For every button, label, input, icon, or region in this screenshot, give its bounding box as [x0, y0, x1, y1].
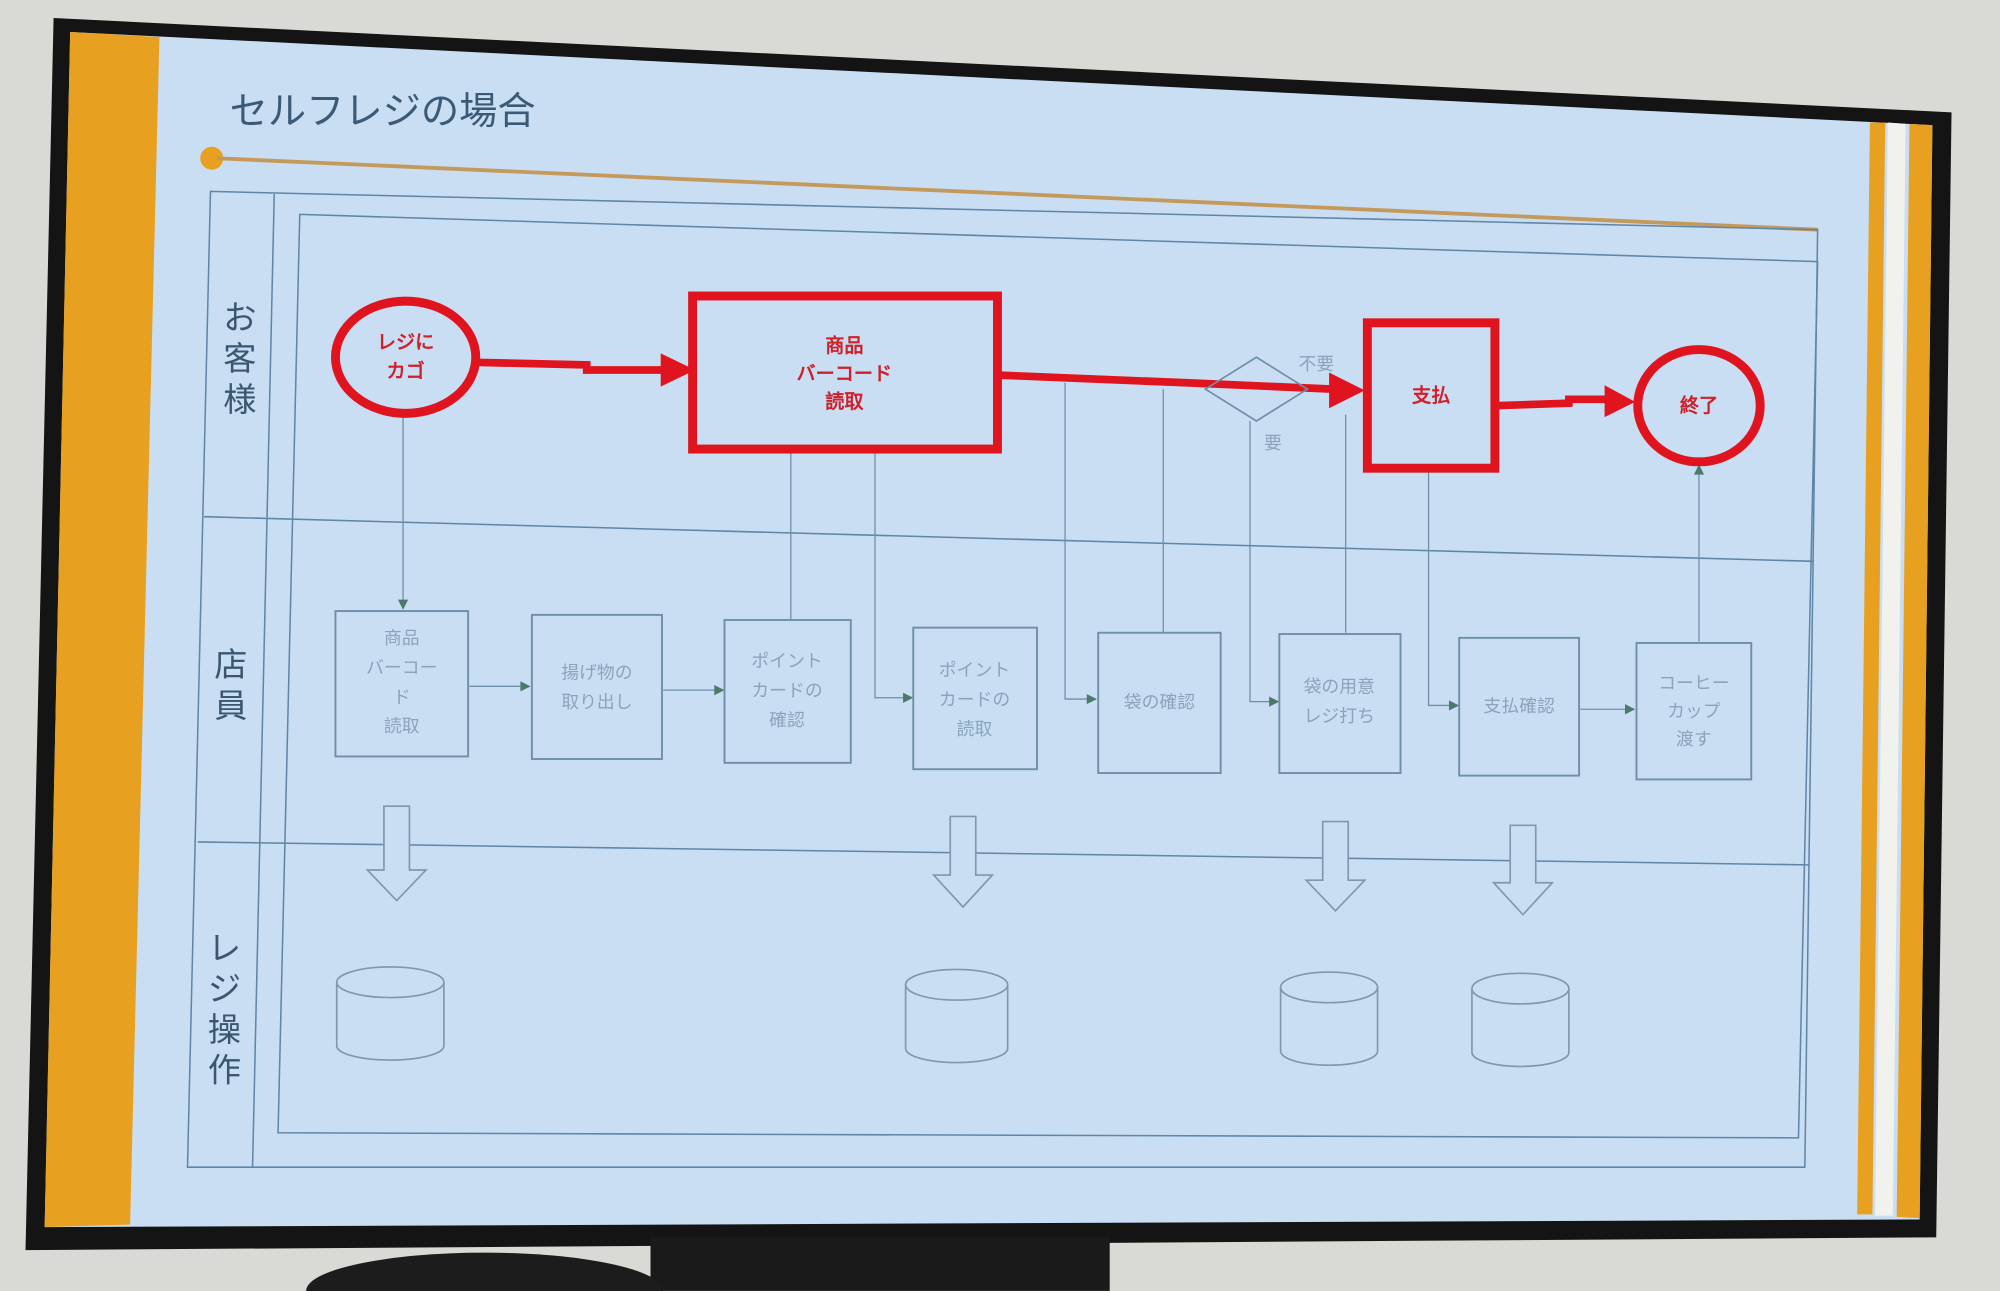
lane-label-staff: 店員	[214, 645, 247, 725]
connector-arrowheads	[397, 464, 1705, 715]
pay-box	[1362, 318, 1500, 473]
decision-yes-label: 要	[1264, 433, 1282, 454]
orange-strip-left	[44, 31, 160, 1228]
scan-barcode-label: 商品バーコード読取	[797, 334, 893, 413]
start-node	[330, 296, 481, 418]
slide-title: セルフレジの場合	[230, 89, 536, 134]
svg-text:コーヒーカップ渡す: コーヒーカップ渡す	[1658, 673, 1729, 750]
lane-label-customer: お客様	[223, 298, 256, 419]
database-icon	[904, 968, 1009, 1064]
staff-box-4: ポイントカードの読取	[912, 626, 1038, 771]
title-bullet	[200, 146, 224, 170]
orange-strip-right-outer	[1896, 123, 1933, 1219]
white-strip-right	[1875, 122, 1906, 1216]
staff-box-3: ポイントカードの確認	[723, 619, 852, 764]
staff-box-8: コーヒーカップ渡す	[1635, 641, 1753, 781]
down-arrow-icons	[365, 805, 1555, 916]
bag-decision-diamond	[1203, 356, 1309, 422]
svg-text:揚げ物の取り出し: 揚げ物の取り出し	[561, 663, 632, 713]
red-arrowheads	[660, 353, 1636, 418]
staff-box-7: 支払確認	[1458, 636, 1581, 777]
end-node	[1633, 345, 1765, 467]
staff-box-2: 揚げ物の取り出し	[530, 613, 663, 760]
database-icon	[1279, 971, 1379, 1066]
svg-text:商品バーコード読取: 商品バーコード読取	[366, 628, 437, 737]
staff-box-5: 袋の確認	[1097, 631, 1222, 775]
decision-no-label: 不要	[1298, 354, 1334, 375]
staff-connectors	[402, 382, 1700, 710]
orange-strip-right	[1857, 122, 1886, 1215]
lane-label-register: レジ操作	[208, 928, 241, 1089]
database-icon	[335, 966, 445, 1061]
start-node-label: レジにカゴ	[377, 330, 434, 382]
monitor-stand	[650, 1237, 1110, 1291]
database-icon	[1471, 972, 1570, 1068]
staff-box-1: 商品バーコード読取	[334, 610, 470, 758]
svg-text:支払確認: 支払確認	[1483, 696, 1555, 717]
svg-text:ポイントカードの確認: ポイントカードの確認	[751, 651, 822, 731]
title-underline	[216, 156, 1818, 232]
svg-text:袋の確認: 袋の確認	[1124, 692, 1196, 713]
svg-text:ポイントカードの読取: ポイントカードの読取	[939, 660, 1010, 740]
pay-label: 支払	[1412, 384, 1450, 407]
swimlane-frame	[186, 190, 1819, 1168]
svg-text:袋の用意レジ打ち: 袋の用意レジ打ち	[1304, 677, 1375, 727]
database-icons	[335, 966, 1570, 1068]
scan-barcode-box	[688, 291, 1002, 454]
audience-head	[306, 1252, 664, 1291]
end-node-label: 終了	[1680, 394, 1718, 417]
staff-box-6: 袋の用意レジ打ち	[1278, 633, 1402, 775]
red-flow-arrows	[474, 358, 1610, 410]
